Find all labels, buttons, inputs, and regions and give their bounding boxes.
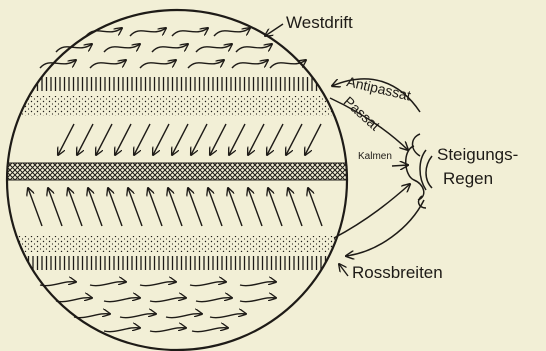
trade-winds-south-arrows: [28, 188, 322, 226]
trade-wind-arrow: [268, 188, 282, 226]
westerly-arrow: [40, 282, 76, 286]
westerly-arrow: [190, 282, 226, 286]
horse-latitudes-north-band: [0, 77, 360, 91]
westerly-arrow: [232, 60, 268, 68]
westerly-arrow: [120, 314, 156, 318]
south-passat-arrow: [334, 184, 410, 238]
westerly-arrow: [104, 328, 140, 332]
westerly-arrow: [236, 44, 272, 52]
zone-bands: [0, 77, 360, 270]
trade-wind-arrow: [286, 124, 302, 155]
westerly-arrow: [196, 298, 232, 302]
trade-wind-arrow: [208, 188, 222, 226]
trade-wind-arrow: [148, 188, 162, 226]
trade-wind-arrow: [96, 124, 112, 155]
westerly-arrow: [140, 282, 176, 286]
trade-wind-arrow: [228, 188, 242, 226]
westerly-arrow: [56, 298, 92, 302]
westerly-arrow: [240, 282, 276, 286]
trade-wind-arrow: [58, 124, 74, 155]
trade-wind-arrow: [229, 124, 245, 155]
westerly-arrow: [40, 60, 76, 68]
dotted-band-south: [0, 236, 360, 252]
trade-wind-arrow: [248, 188, 262, 226]
westerly-arrow: [150, 328, 186, 332]
label-westdrift: Westdrift: [286, 14, 353, 31]
trade-wind-arrow: [168, 188, 182, 226]
westdrift-pointer: [265, 24, 283, 36]
trade-wind-arrow: [305, 124, 321, 155]
westerly-arrow: [210, 314, 246, 318]
trade-winds-north-arrows: [58, 124, 321, 155]
label-kalmen: Kalmen: [358, 152, 392, 162]
south-antipassat-arrow: [346, 200, 424, 256]
westerly-arrow: [150, 298, 186, 302]
trade-wind-arrow: [108, 188, 122, 226]
westerly-arrow: [90, 60, 126, 68]
westerly-arrow: [214, 28, 250, 36]
westerly-arrow: [166, 314, 202, 318]
trade-wind-arrow: [153, 124, 169, 155]
trade-wind-arrow: [172, 124, 188, 155]
trade-wind-arrow: [248, 124, 264, 155]
trade-wind-arrow: [115, 124, 131, 155]
trade-wind-arrow: [28, 188, 42, 226]
label-regen: Regen: [443, 170, 493, 187]
trade-wind-arrow: [128, 188, 142, 226]
trade-wind-arrow: [267, 124, 283, 155]
westerly-arrow: [240, 298, 276, 302]
westerly-arrow: [172, 28, 208, 36]
trade-wind-arrow: [88, 188, 102, 226]
westerly-arrow: [104, 44, 140, 52]
trade-wind-arrow: [134, 124, 150, 155]
westerly-arrow: [188, 60, 224, 68]
westerly-arrow: [104, 298, 140, 302]
trade-wind-arrow: [77, 124, 93, 155]
trade-wind-arrow: [288, 188, 302, 226]
horse-latitudes-south-band: [0, 256, 360, 270]
rossbreiten-pointer: [339, 264, 348, 276]
westerly-arrow: [90, 282, 126, 286]
westerly-arrow: [196, 44, 232, 52]
dotted-band-north: [0, 96, 360, 116]
trade-wind-arrow: [68, 188, 82, 226]
westerly-arrow: [192, 328, 228, 332]
westerly-arrow: [130, 28, 166, 36]
trade-wind-arrow: [191, 124, 207, 155]
trade-wind-arrow: [188, 188, 202, 226]
westerlies-south-arrows: [40, 282, 276, 332]
label-rossbreiten: Rossbreiten: [352, 264, 443, 281]
trade-wind-arrow: [210, 124, 226, 155]
trade-wind-arrow: [308, 188, 322, 226]
trade-wind-arrow: [48, 188, 62, 226]
westerly-arrow: [74, 314, 110, 318]
doldrums-band: [0, 163, 360, 180]
westerly-arrow: [86, 28, 122, 36]
rising-column: [406, 146, 424, 200]
label-steigungs: Steigungs-: [437, 146, 518, 163]
westerly-arrow: [152, 44, 188, 52]
westerly-arrow: [140, 60, 176, 68]
